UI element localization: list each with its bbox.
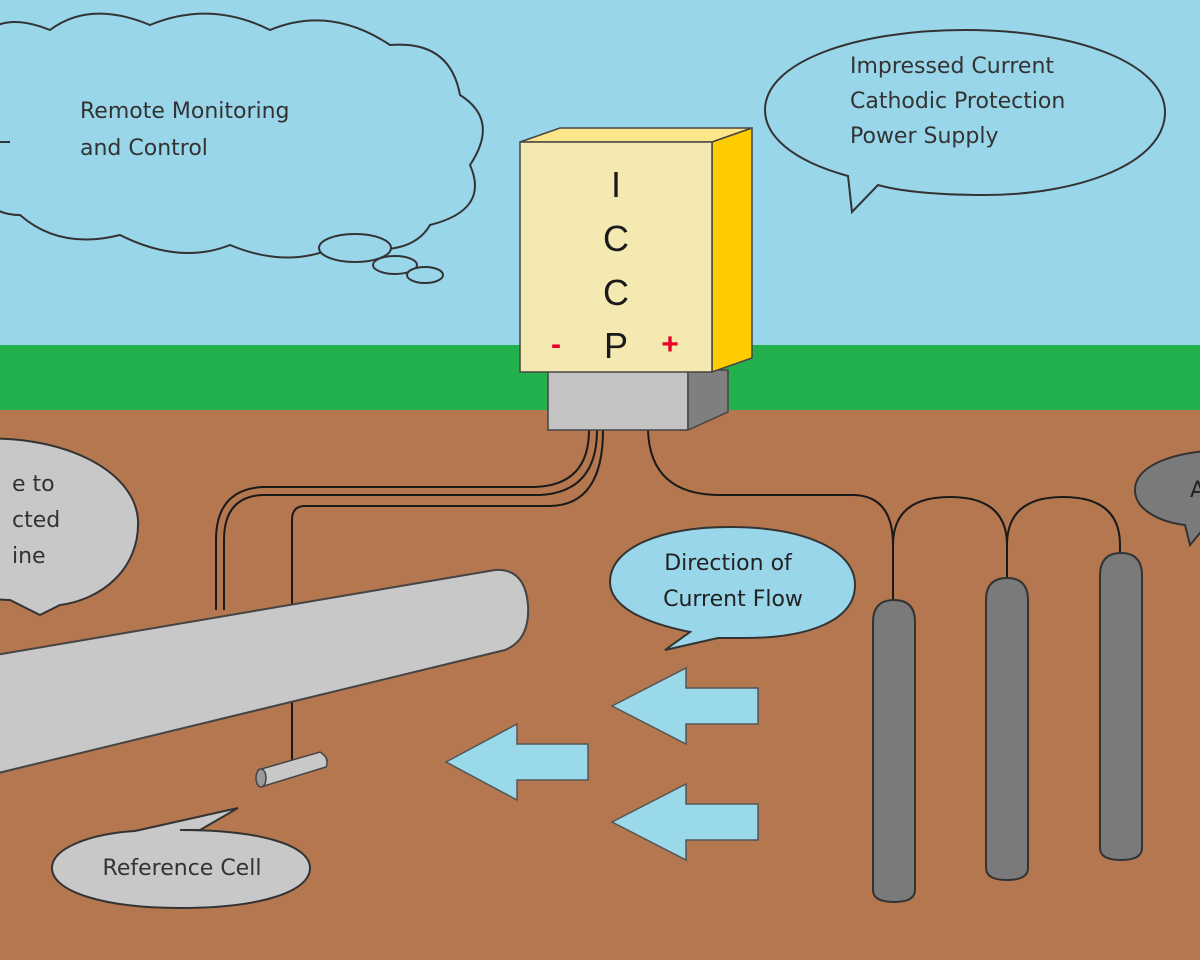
cable-to-reference-cell <box>291 429 604 766</box>
iccp-letter-1: I <box>611 164 621 205</box>
arrow-bottom <box>610 782 759 862</box>
power-supply-line-1: Impressed Current <box>850 54 1054 79</box>
cable-to-pipeline <box>223 429 598 610</box>
iccp-base <box>547 369 729 432</box>
current-flow-line-2: Current Flow <box>663 587 803 612</box>
iccp-box: I C C P - + <box>519 126 753 374</box>
anode-label: A <box>1190 478 1200 503</box>
cable-to-pipeline-2 <box>215 429 590 610</box>
anode-loop-2 <box>1006 495 1121 555</box>
anode-1 <box>872 598 916 904</box>
remote-monitoring-line-2: and Control <box>80 136 208 161</box>
cable-to-anodes <box>647 429 894 602</box>
power-supply-line-3: Power Supply <box>850 124 998 149</box>
iccp-letter-2: C <box>603 218 629 259</box>
anode-3 <box>1099 551 1143 862</box>
pipeline-line-1: e to <box>12 472 55 497</box>
anode-bubble: A <box>1133 450 1200 548</box>
pipeline-line-2: cted <box>12 508 60 533</box>
pipeline-line-3: ine <box>12 544 46 569</box>
iccp-letter-4: P <box>604 325 628 366</box>
reference-cell-bubble: Reference Cell <box>50 807 312 910</box>
anode-2 <box>985 576 1029 882</box>
power-supply-line-2: Cathodic Protection <box>850 89 1065 114</box>
iccp-letter-3: C <box>603 272 629 313</box>
anode-loop-1 <box>892 495 1008 580</box>
pipeline <box>0 568 530 774</box>
positive-terminal: + <box>661 328 679 361</box>
remote-monitoring-line-1: Remote Monitoring <box>80 99 290 124</box>
reference-cell <box>255 751 328 788</box>
pipeline-bubble: e to cted ine <box>0 437 140 617</box>
current-flow-bubble: Direction of Current Flow <box>608 525 857 651</box>
power-supply-bubble: Impressed Current Cathodic Protection Po… <box>763 28 1167 215</box>
cables <box>215 429 1121 766</box>
current-flow-line-1: Direction of <box>664 551 793 576</box>
arrow-middle <box>444 722 589 802</box>
arrow-top <box>610 666 759 746</box>
current-arrows <box>444 666 759 862</box>
anodes <box>872 551 1143 904</box>
negative-terminal: - <box>551 328 561 361</box>
remote-monitoring-cloud: Remote Monitoring and Control <box>0 12 484 284</box>
reference-cell-label: Reference Cell <box>103 856 262 881</box>
